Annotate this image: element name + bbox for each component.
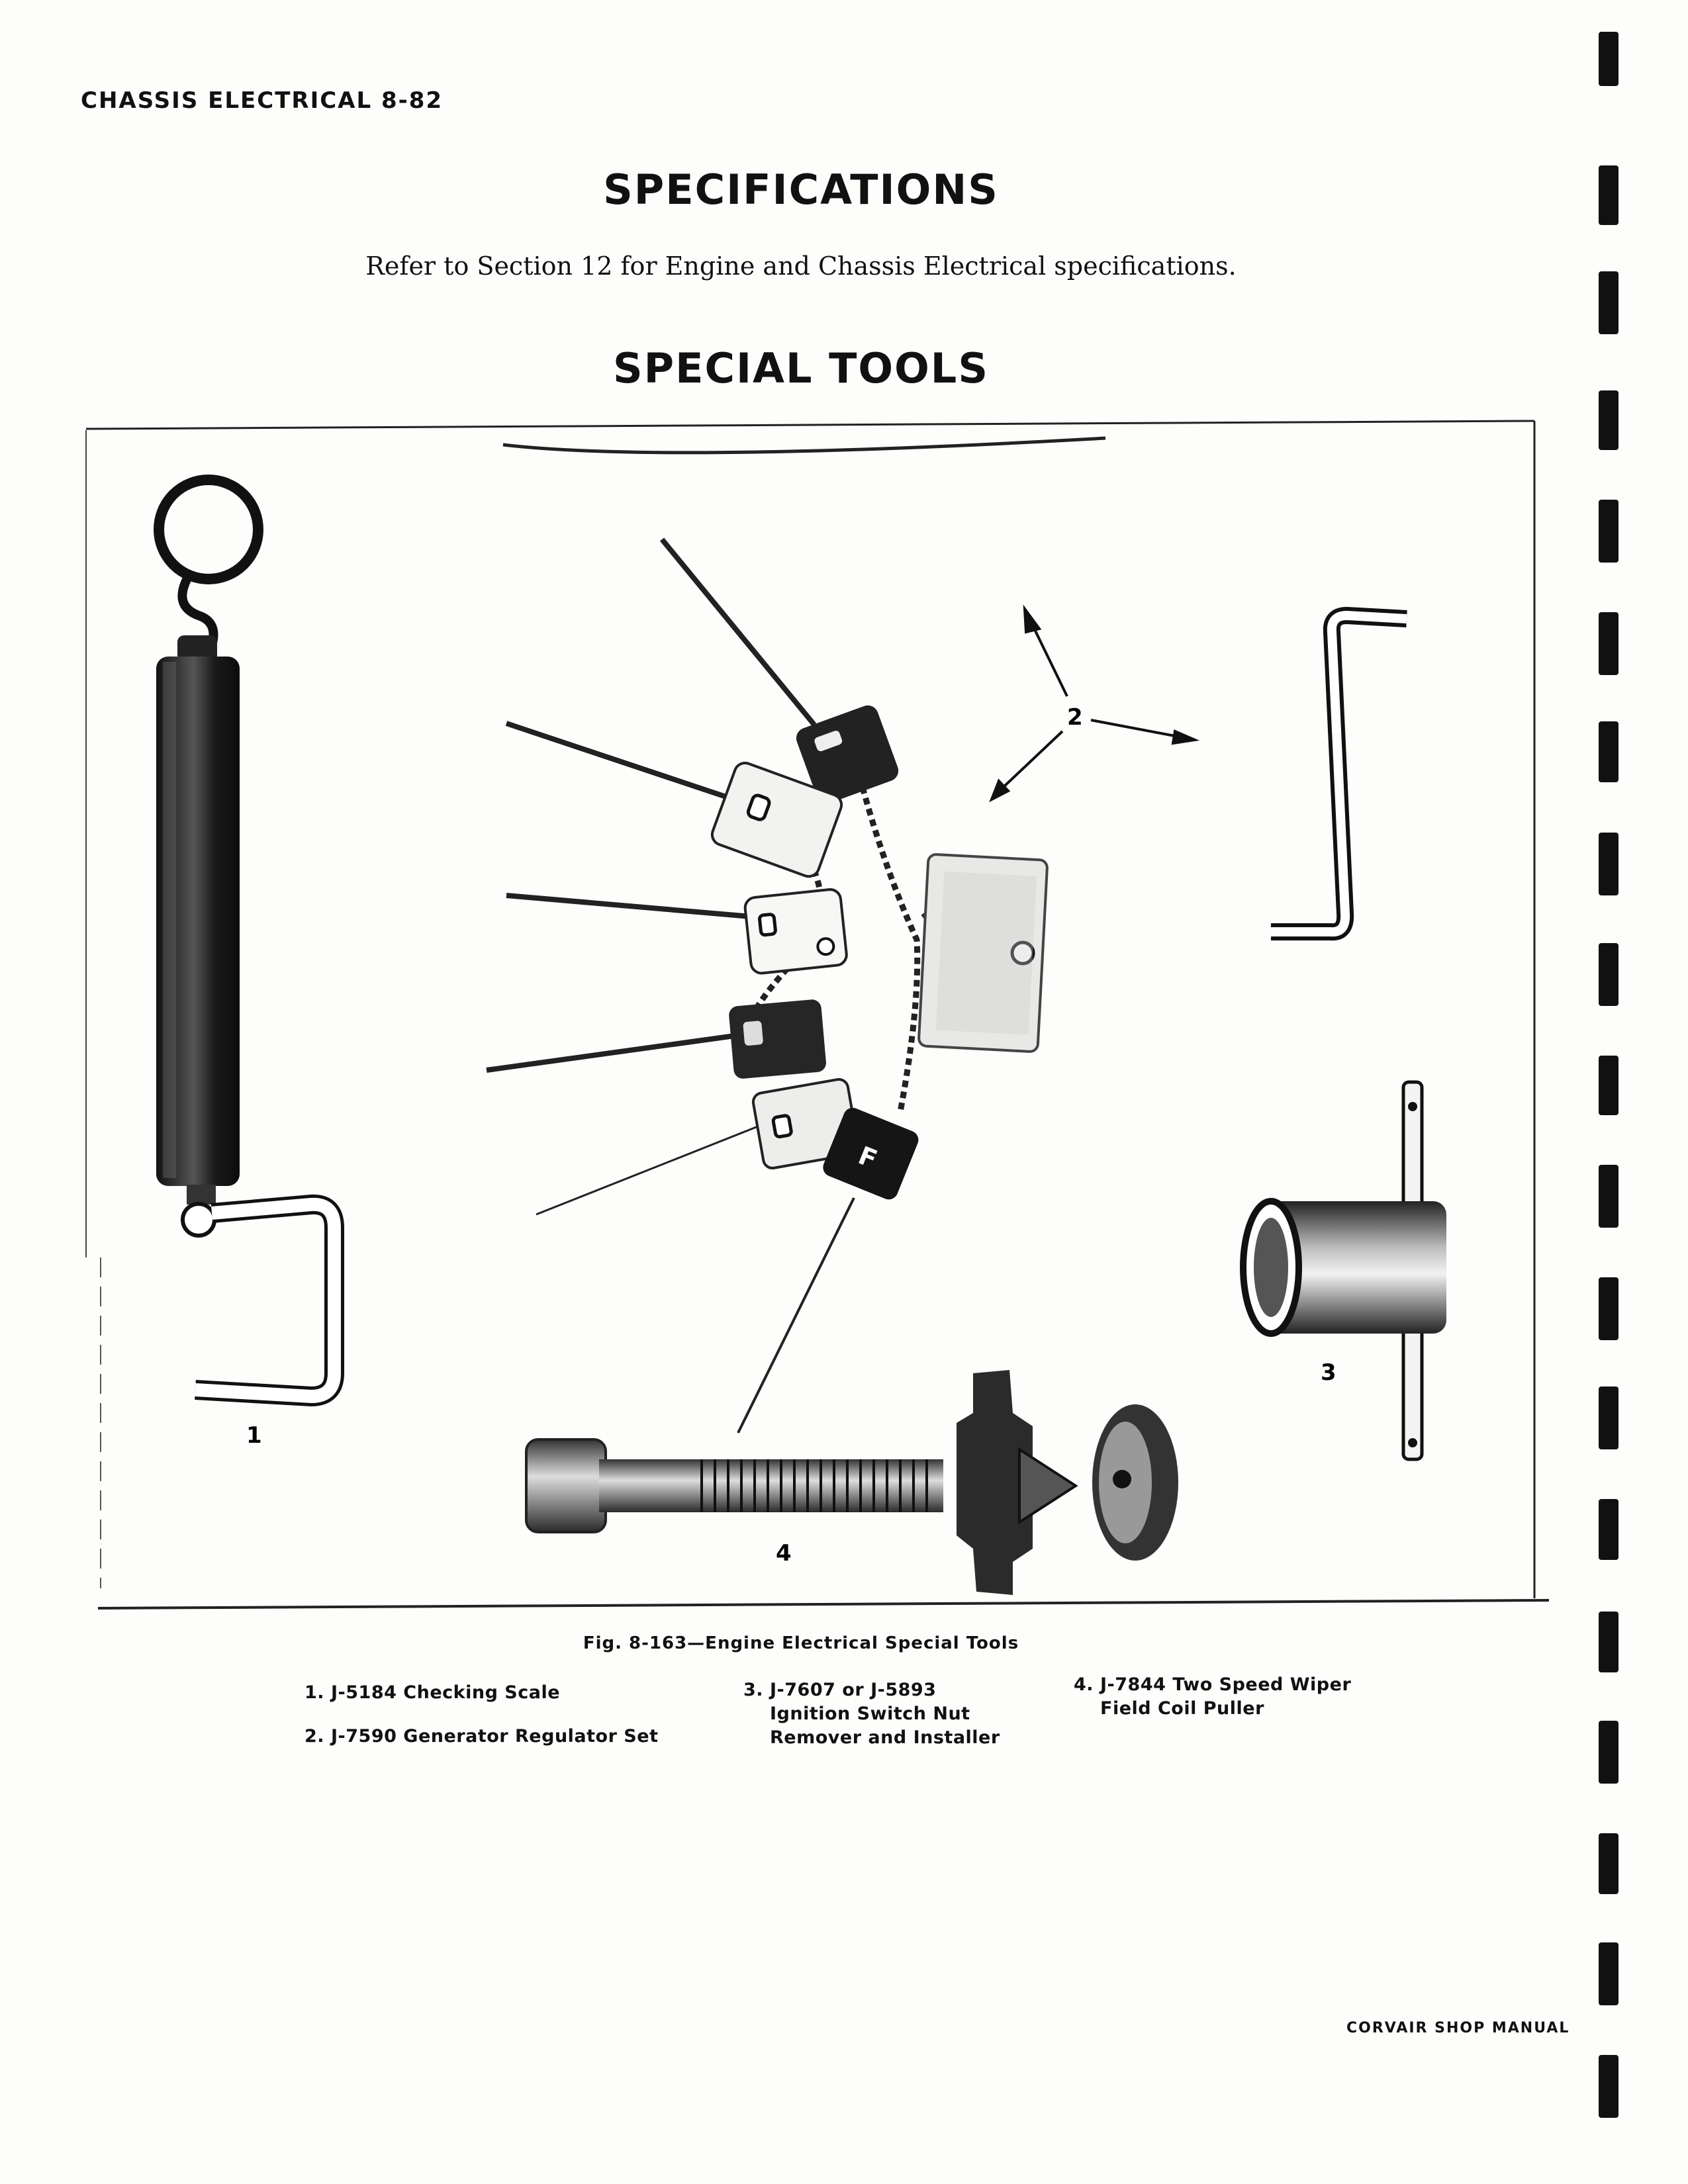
callout-3: 3 <box>1321 1359 1336 1386</box>
legend-number: 3. <box>743 1680 764 1700</box>
legend-number: 4. <box>1074 1674 1094 1695</box>
legend-item-3: 3. J-7607 or J-5893 Ignition Switch Nut R… <box>743 1678 1000 1750</box>
callout-2: 2 <box>1067 704 1083 731</box>
footer: CORVAIR SHOP MANUAL <box>1346 2020 1570 2036</box>
legend-text: J-5184 Checking Scale <box>331 1682 561 1703</box>
checking-scale-tool <box>154 475 344 1407</box>
ignition-switch-nut-remover-tool <box>1240 1080 1446 1461</box>
legend-text: Ignition Switch Nut <box>770 1704 970 1724</box>
legend-number: 2. <box>305 1726 325 1747</box>
callout-1: 1 <box>246 1422 262 1449</box>
legend-item-4: 4. J-7844 Two Speed Wiper Field Coil Pull… <box>1074 1673 1351 1721</box>
figure-caption: Fig. 8-163—Engine Electrical Special Too… <box>583 1633 1019 1653</box>
generator-regulator-set-tool: F <box>486 537 1407 1433</box>
legend-text: J-7844 Two Speed Wiper <box>1100 1674 1352 1695</box>
legend-text: Field Coil Puller <box>1100 1698 1264 1719</box>
specifications-text: Refer to Section 12 for Engine and Chass… <box>365 251 1237 281</box>
callout-4: 4 <box>776 1540 792 1567</box>
specifications-heading: SPECIFICATIONS <box>603 165 999 214</box>
figure-frame <box>85 420 1550 1610</box>
legend-item-1: 1. J-5184 Checking Scale <box>305 1681 560 1705</box>
running-head: CHASSIS ELECTRICAL 8-82 <box>81 87 444 114</box>
special-tools-heading: SPECIAL TOOLS <box>613 344 989 392</box>
legend-item-2: 2. J-7590 Generator Regulator Set <box>305 1725 658 1749</box>
wiper-field-coil-puller-tool <box>525 1370 1178 1595</box>
legend-number: 1. <box>305 1682 325 1703</box>
legend-text: J-7607 or J-5893 <box>770 1680 937 1700</box>
legend-text: J-7590 Generator Regulator Set <box>331 1726 659 1747</box>
legend-text: Remover and Installer <box>770 1727 1000 1748</box>
